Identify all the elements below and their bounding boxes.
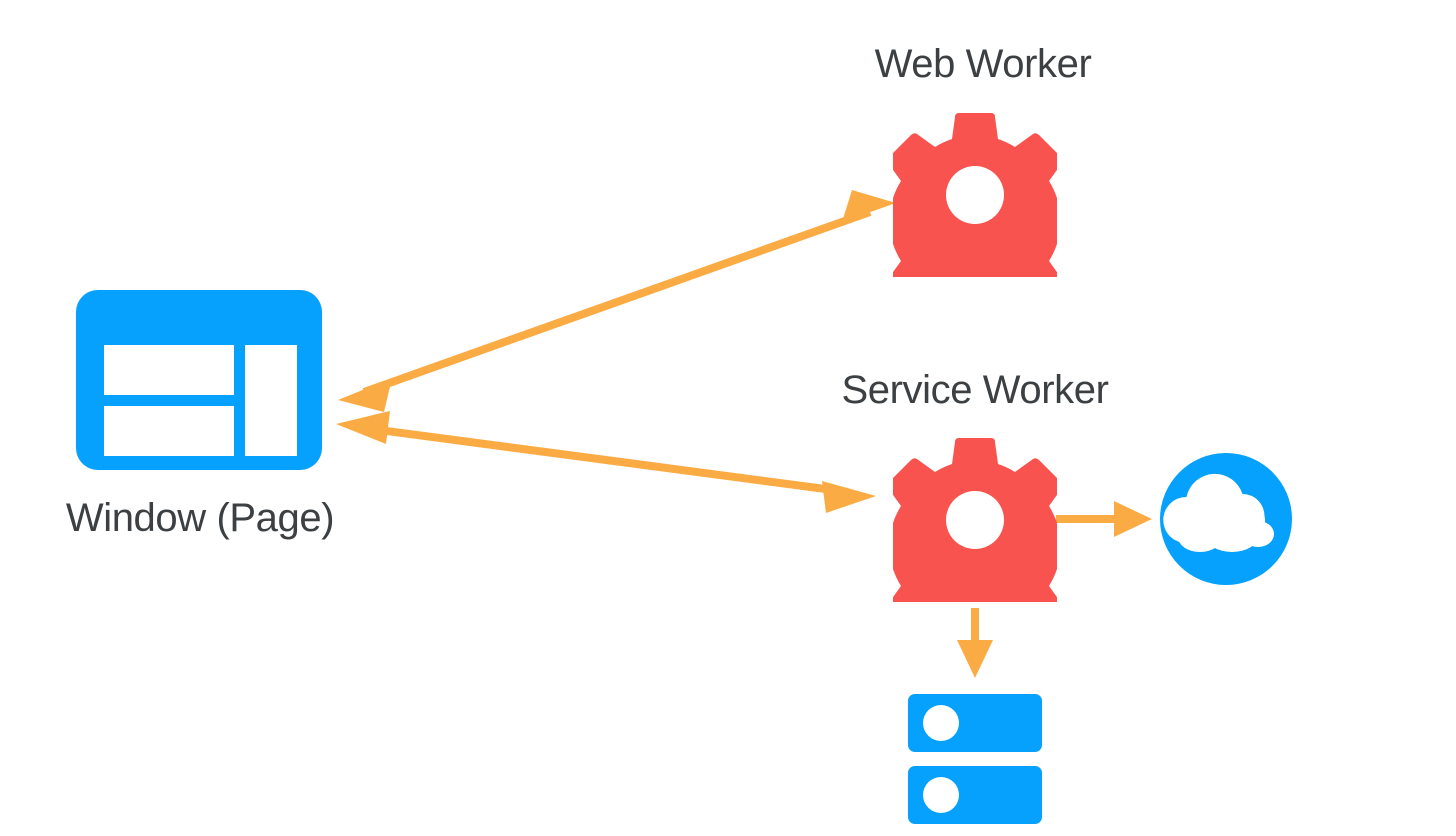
edge-window-serviceworker xyxy=(336,411,876,513)
arrowhead-to-window-2 xyxy=(336,411,390,444)
arrowhead-to-cache xyxy=(957,640,993,678)
database-icon[interactable] xyxy=(908,694,1042,824)
arrowhead-to-cloud xyxy=(1114,501,1152,537)
web-worker-gear-icon[interactable] xyxy=(867,113,1083,329)
web-worker-label: Web Worker xyxy=(874,42,1092,86)
edge-window-webworker xyxy=(338,190,896,412)
cloud-icon[interactable] xyxy=(1160,453,1292,585)
edge-serviceworker-cache xyxy=(957,608,993,678)
window-page-label: Window (Page) xyxy=(65,496,335,540)
edges-layer xyxy=(336,190,1152,678)
browser-window-icon[interactable] xyxy=(76,290,322,470)
arrowhead-to-window xyxy=(338,378,392,412)
arrowhead-to-serviceworker xyxy=(822,481,876,513)
arrowhead-to-webworker xyxy=(842,190,896,222)
service-worker-label: Service Worker xyxy=(841,368,1109,412)
edge-serviceworker-cloud xyxy=(1056,501,1152,537)
